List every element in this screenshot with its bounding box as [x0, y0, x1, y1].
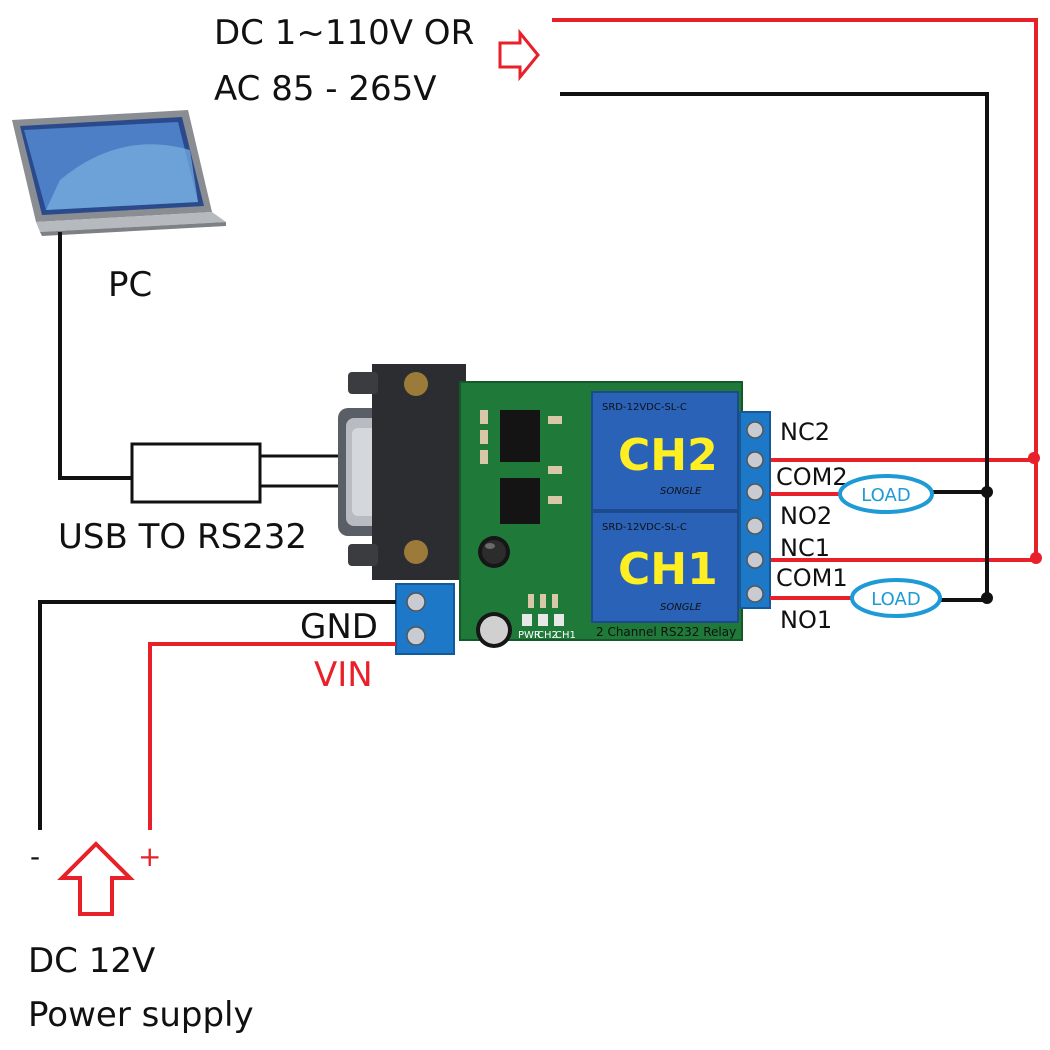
terminal-no2: NO2 [780, 502, 832, 530]
usb-cable [58, 232, 132, 480]
supply-minus-sign: - [30, 840, 40, 873]
vin-wire [148, 642, 396, 830]
terminal-nc1: NC1 [780, 534, 830, 562]
relay-ch2-brand: SONGLE [660, 486, 702, 497]
source-voltage-line1: DC 1~110V OR [214, 13, 474, 53]
supply-plus-sign: + [138, 840, 161, 873]
adapter-label: USB TO RS232 [58, 517, 307, 557]
ic-chip-2 [500, 478, 540, 524]
relay-ch2-model: SRD-12VDC-SL-C [602, 402, 687, 413]
source-voltage-line2: AC 85 - 265V [214, 69, 437, 109]
load-1 [850, 578, 942, 618]
load-2-label: LOAD [861, 485, 910, 506]
source-arrow-icon [498, 28, 540, 82]
live-junction-lower [1030, 552, 1042, 564]
neutral-junction-upper [981, 486, 993, 498]
terminal-com1: COM1 [776, 564, 848, 592]
led-label-ch2: CH2 [537, 630, 558, 641]
supply-arrow-icon [57, 841, 135, 916]
relay-ch2 [591, 391, 739, 511]
channel-label-ch2: CH2 [618, 430, 718, 481]
usb-rs232-adapter [130, 442, 262, 504]
capacitor-2 [476, 612, 512, 648]
laptop-icon [12, 110, 226, 236]
channel-label-ch1: CH1 [618, 544, 718, 595]
relay-terminal-block [739, 411, 771, 609]
live-junction-upper [1028, 452, 1040, 464]
live-wire [552, 18, 1038, 562]
load-1-label: LOAD [871, 589, 920, 610]
capacitor-1 [478, 536, 510, 568]
relay-ch1-model: SRD-12VDC-SL-C [602, 522, 687, 533]
terminal-nc2: NC2 [780, 418, 830, 446]
pcb-silk-title: 2 Channel RS232 Relay [596, 625, 736, 639]
db9-connector [338, 364, 466, 580]
terminal-no1: NO1 [780, 606, 832, 634]
terminal-com2: COM2 [776, 463, 848, 491]
led-label-ch1: CH1 [555, 630, 576, 641]
status-leds [522, 614, 564, 626]
led-label-pwr: PWR [518, 630, 541, 641]
smd-components [480, 410, 562, 608]
pc-label: PC [108, 265, 152, 305]
supply-label-line2: Power supply [28, 995, 254, 1035]
gnd-label: GND [300, 607, 378, 647]
supply-label-line1: DC 12V [28, 941, 155, 981]
power-terminal-block [395, 583, 455, 655]
load-2 [838, 474, 934, 514]
gnd-wire [38, 600, 396, 830]
relay-ch1-brand: SONGLE [660, 602, 702, 613]
ic-chip-1 [500, 410, 540, 462]
relay-ch1 [591, 511, 739, 623]
vin-label: VIN [314, 655, 373, 695]
neutral-junction-lower [981, 592, 993, 604]
